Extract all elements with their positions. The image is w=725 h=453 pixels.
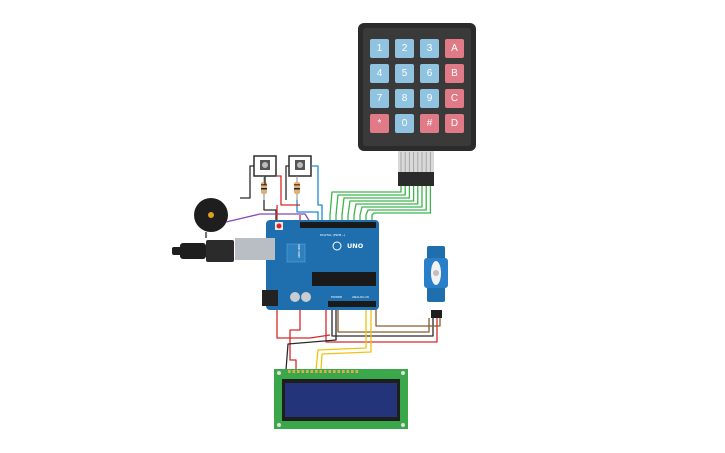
usb-port: [235, 238, 275, 260]
keypad-key-label: *: [378, 118, 382, 129]
keypad-connector: [398, 172, 434, 186]
arduino-uno-board[interactable]: UNO DIGITAL (PWM~) ARDUINO POWER ANALOG …: [235, 220, 379, 310]
keypad-key-label: 3: [427, 43, 433, 54]
keypad-key[interactable]: A: [445, 39, 464, 58]
atmega-chip: [312, 272, 376, 286]
keypad-key-label: #: [427, 118, 433, 129]
brand-label: ARDUINO: [297, 243, 301, 258]
keypad-key-label: 8: [402, 93, 408, 104]
keypad-key-label: 4: [377, 68, 383, 79]
keypad-key[interactable]: 8: [395, 89, 414, 108]
keypad-key-label: C: [451, 93, 458, 104]
keypad-key[interactable]: *: [370, 114, 389, 133]
keypad-key[interactable]: C: [445, 89, 464, 108]
keypad-key[interactable]: 7: [370, 89, 389, 108]
keypad-key[interactable]: 4: [370, 64, 389, 83]
keypad-key-label: 6: [427, 68, 433, 79]
analog-header-label: ANALOG IN: [352, 295, 369, 299]
usb-cable: [172, 240, 234, 262]
digital-header: [300, 222, 376, 228]
lcd-pins: [288, 370, 359, 373]
lcd-16x2[interactable]: [274, 369, 408, 429]
keypad-key-label: B: [451, 68, 458, 79]
keypad-keys: 1 2 3 A 4 5 6 B 7 8 9 C * 0 # D: [370, 39, 464, 133]
keypad-key-label: D: [451, 118, 458, 129]
keypad-key[interactable]: D: [445, 114, 464, 133]
digital-header-label: DIGITAL (PWM~): [320, 233, 345, 237]
resistor-right[interactable]: [294, 176, 300, 200]
keypad-key[interactable]: 3: [420, 39, 439, 58]
piezo-buzzer[interactable]: [194, 198, 228, 232]
keypad-key[interactable]: 0: [395, 114, 414, 133]
push-button-right[interactable]: [288, 155, 312, 177]
keypad-key[interactable]: 2: [395, 39, 414, 58]
board-model-label: UNO: [347, 242, 364, 250]
keypad-key-label: 1: [377, 43, 383, 54]
ribbon-lines: [400, 152, 431, 172]
keypad-key[interactable]: 1: [370, 39, 389, 58]
keypad-key[interactable]: B: [445, 64, 464, 83]
lcd-screen: [285, 383, 397, 417]
keypad-4x4[interactable]: 1 2 3 A 4 5 6 B 7 8 9 C * 0 # D: [358, 23, 476, 186]
keypad-ribbon: [398, 151, 434, 173]
power-jack: [262, 290, 278, 306]
servo-motor[interactable]: [424, 246, 448, 318]
keypad-key-label: 2: [402, 43, 408, 54]
keypad-key[interactable]: #: [420, 114, 439, 133]
keypad-key-label: 0: [402, 118, 408, 129]
power-header-label: POWER: [331, 295, 342, 299]
keypad-key-label: 5: [402, 68, 408, 79]
keypad-key[interactable]: 5: [395, 64, 414, 83]
servo-connector: [431, 310, 442, 318]
push-button-left[interactable]: [253, 155, 277, 177]
keypad-key[interactable]: 9: [420, 89, 439, 108]
keypad-key-label: 9: [427, 93, 433, 104]
keypad-key[interactable]: 6: [420, 64, 439, 83]
analog-power-header: [328, 301, 376, 307]
keypad-key-label: 7: [377, 93, 383, 104]
resistor-left[interactable]: [261, 176, 267, 200]
keypad-key-label: A: [451, 43, 458, 54]
